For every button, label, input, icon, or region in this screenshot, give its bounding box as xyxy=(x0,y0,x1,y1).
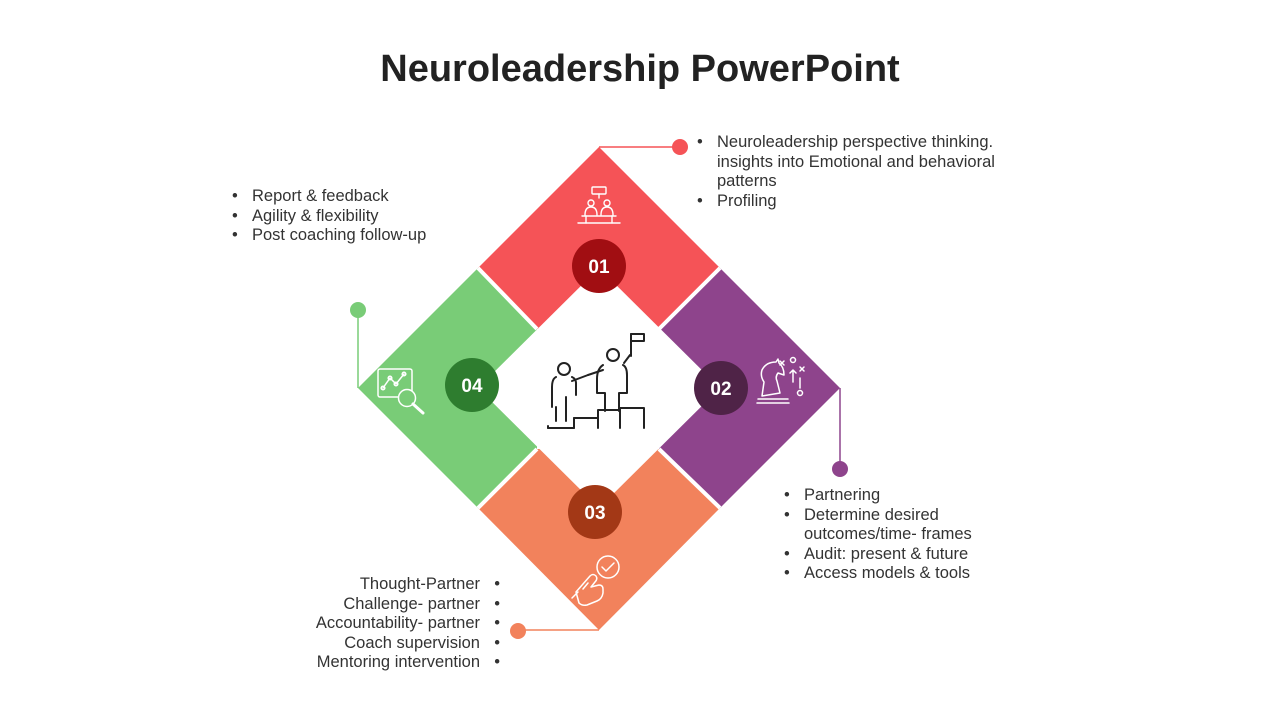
list-item: Profiling xyxy=(697,192,997,212)
segment-separators xyxy=(476,266,722,510)
chart-magnifier-icon xyxy=(377,368,425,415)
people-climbing-steps-flag-icon xyxy=(547,333,645,429)
list-item: Partnering xyxy=(784,486,1014,506)
list-item: Access models & tools xyxy=(784,564,1014,584)
hand-tap-check-icon xyxy=(571,555,620,606)
connector-04 xyxy=(350,302,366,388)
list-item: Neuroleadership perspective thinking. in… xyxy=(697,133,997,192)
segment-03-bullets: Thought-Partner Challenge- partner Accou… xyxy=(270,575,500,673)
segment-01-bullets: Neuroleadership perspective thinking. in… xyxy=(697,133,997,211)
list-item: Mentoring intervention xyxy=(270,653,500,673)
list-item: Agility & flexibility xyxy=(232,207,492,227)
svg-text:03: 03 xyxy=(584,503,605,524)
badge-02: 02 xyxy=(694,361,748,415)
list-item: Coach supervision xyxy=(270,634,500,654)
chess-knight-strategy-icon xyxy=(756,356,805,404)
svg-text:02: 02 xyxy=(710,379,731,400)
badge-04: 04 xyxy=(445,358,499,412)
badge-03: 03 xyxy=(568,485,622,539)
list-item: Audit: present & future xyxy=(784,545,1014,565)
svg-text:04: 04 xyxy=(461,376,483,397)
segment-04-bullets: Report & feedback Agility & flexibility … xyxy=(232,187,492,246)
connector-03 xyxy=(510,623,599,639)
svg-text:01: 01 xyxy=(588,257,610,278)
list-item: Challenge- partner xyxy=(270,595,500,615)
list-item: Post coaching follow-up xyxy=(232,226,492,246)
page-title: Neuroleadership PowerPoint xyxy=(380,48,900,90)
connector-01 xyxy=(599,139,688,155)
connector-02 xyxy=(832,388,848,477)
center-diamond xyxy=(478,268,720,508)
list-item: Determine desired outcomes/time- frames xyxy=(784,506,1014,545)
list-item: Report & feedback xyxy=(232,187,492,207)
segment-03-shape xyxy=(478,449,720,630)
segment-02-bullets: Partnering Determine desired outcomes/ti… xyxy=(784,486,1014,584)
presentation-meeting-icon xyxy=(577,186,621,224)
list-item: Thought-Partner xyxy=(270,575,500,595)
segment-02-shape xyxy=(659,268,840,508)
list-item: Accountability- partner xyxy=(270,614,500,634)
badge-01: 01 xyxy=(572,239,626,293)
segment-01-shape xyxy=(478,147,720,329)
